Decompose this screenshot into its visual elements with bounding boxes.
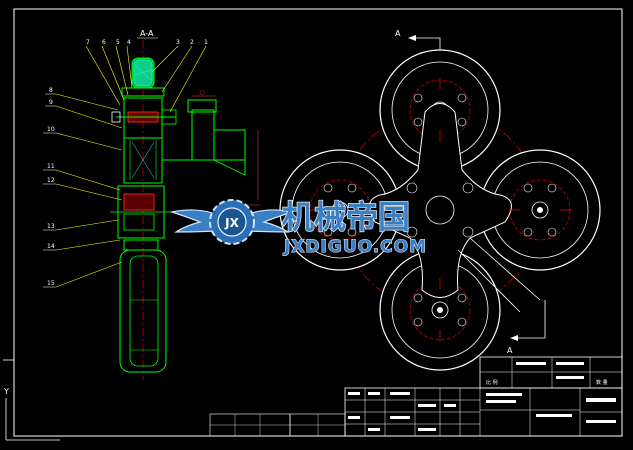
- lower-bearing: [123, 239, 159, 251]
- upper-wheel-hatch: [134, 69, 152, 76]
- wheel-right-hub: [531, 201, 549, 219]
- watermark-brand-cn: 机械帝国: [282, 198, 410, 236]
- title-label-scale: 比 例: [486, 379, 498, 386]
- watermark-emblem-text: JX: [224, 216, 239, 230]
- callouts-left: 8 9 10 11 12 13 14 15: [43, 87, 123, 288]
- cross-frame-plate: [369, 103, 512, 298]
- part-number-8: 8: [49, 87, 53, 94]
- title-block: 比 例 数 量: [209, 356, 623, 437]
- section-arrow-bottom: [518, 300, 546, 339]
- title-label-qty: 数 量: [596, 379, 608, 386]
- title-block-text-blocks: [348, 362, 616, 431]
- part-number-12: 12: [47, 177, 55, 184]
- section-label: A-A: [140, 29, 154, 38]
- part-number-5: 5: [116, 39, 120, 46]
- leader-lines-top: [85, 45, 207, 113]
- watermark-gear-inner: [217, 207, 247, 237]
- wheel-left-hub: [331, 201, 349, 219]
- part-number-2: 2: [190, 39, 194, 46]
- lower-hub-inner: [123, 193, 155, 211]
- upper-wheel-tyre: [133, 59, 153, 87]
- dimension-value: □: [200, 90, 205, 96]
- watermark-logo: JX 机械帝国 JXDIGUO.COM: [169, 197, 427, 258]
- leader-underlines-left: [43, 93, 56, 288]
- wheel-bottom-hub: [431, 301, 449, 319]
- title-block-upper: [479, 356, 623, 389]
- part-number-1: 1: [204, 39, 208, 46]
- lower-wheel-inner: [129, 255, 159, 367]
- part-number-4: 4: [127, 39, 131, 46]
- part-number-15: 15: [47, 280, 55, 287]
- part-number-11: 11: [47, 163, 55, 170]
- front-view-wheel-assembly: A A: [278, 29, 601, 371]
- frame-center-hole: [425, 195, 455, 225]
- wheel-right-axle: [537, 207, 543, 213]
- part-number-13: 13: [47, 223, 55, 230]
- upper-hub: [121, 87, 165, 97]
- section-arrowhead-bottom: [510, 335, 518, 341]
- bolt-ticks-red: [308, 78, 572, 342]
- part-number-6: 6: [102, 39, 106, 46]
- part-number-14: 14: [47, 243, 55, 250]
- bracket-diag: [213, 159, 246, 176]
- side-nut: [161, 109, 177, 125]
- lower-wheel-outer: [119, 249, 167, 373]
- part-number-10: 10: [47, 126, 55, 133]
- frame-tail: [457, 237, 541, 313]
- part-number-7: 7: [86, 39, 90, 46]
- side-nut: [111, 111, 121, 123]
- watermark-brand-url: JXDIGUO.COM: [283, 237, 427, 257]
- section-view-a-a: A-A □: [43, 29, 260, 380]
- view-label-top: A: [395, 29, 401, 38]
- ucs-axis-mark: Y: [3, 387, 9, 396]
- lower-hub-inner: [123, 213, 155, 231]
- part-number-9: 9: [49, 99, 53, 106]
- leader-lines-left: [55, 93, 123, 288]
- section-arrowhead-top: [408, 35, 416, 41]
- bracket-post: [191, 109, 215, 161]
- view-label-bottom: A: [507, 346, 513, 355]
- title-block-grid: [345, 388, 622, 436]
- bolt-holes: [323, 93, 557, 327]
- housing-spokes: [131, 141, 155, 179]
- callouts-top: 7 6 5 4 3 2 1: [85, 39, 208, 113]
- bracket-cap: [187, 99, 217, 113]
- part-number-3: 3: [176, 39, 180, 46]
- wheel-bottom-axle: [437, 307, 443, 313]
